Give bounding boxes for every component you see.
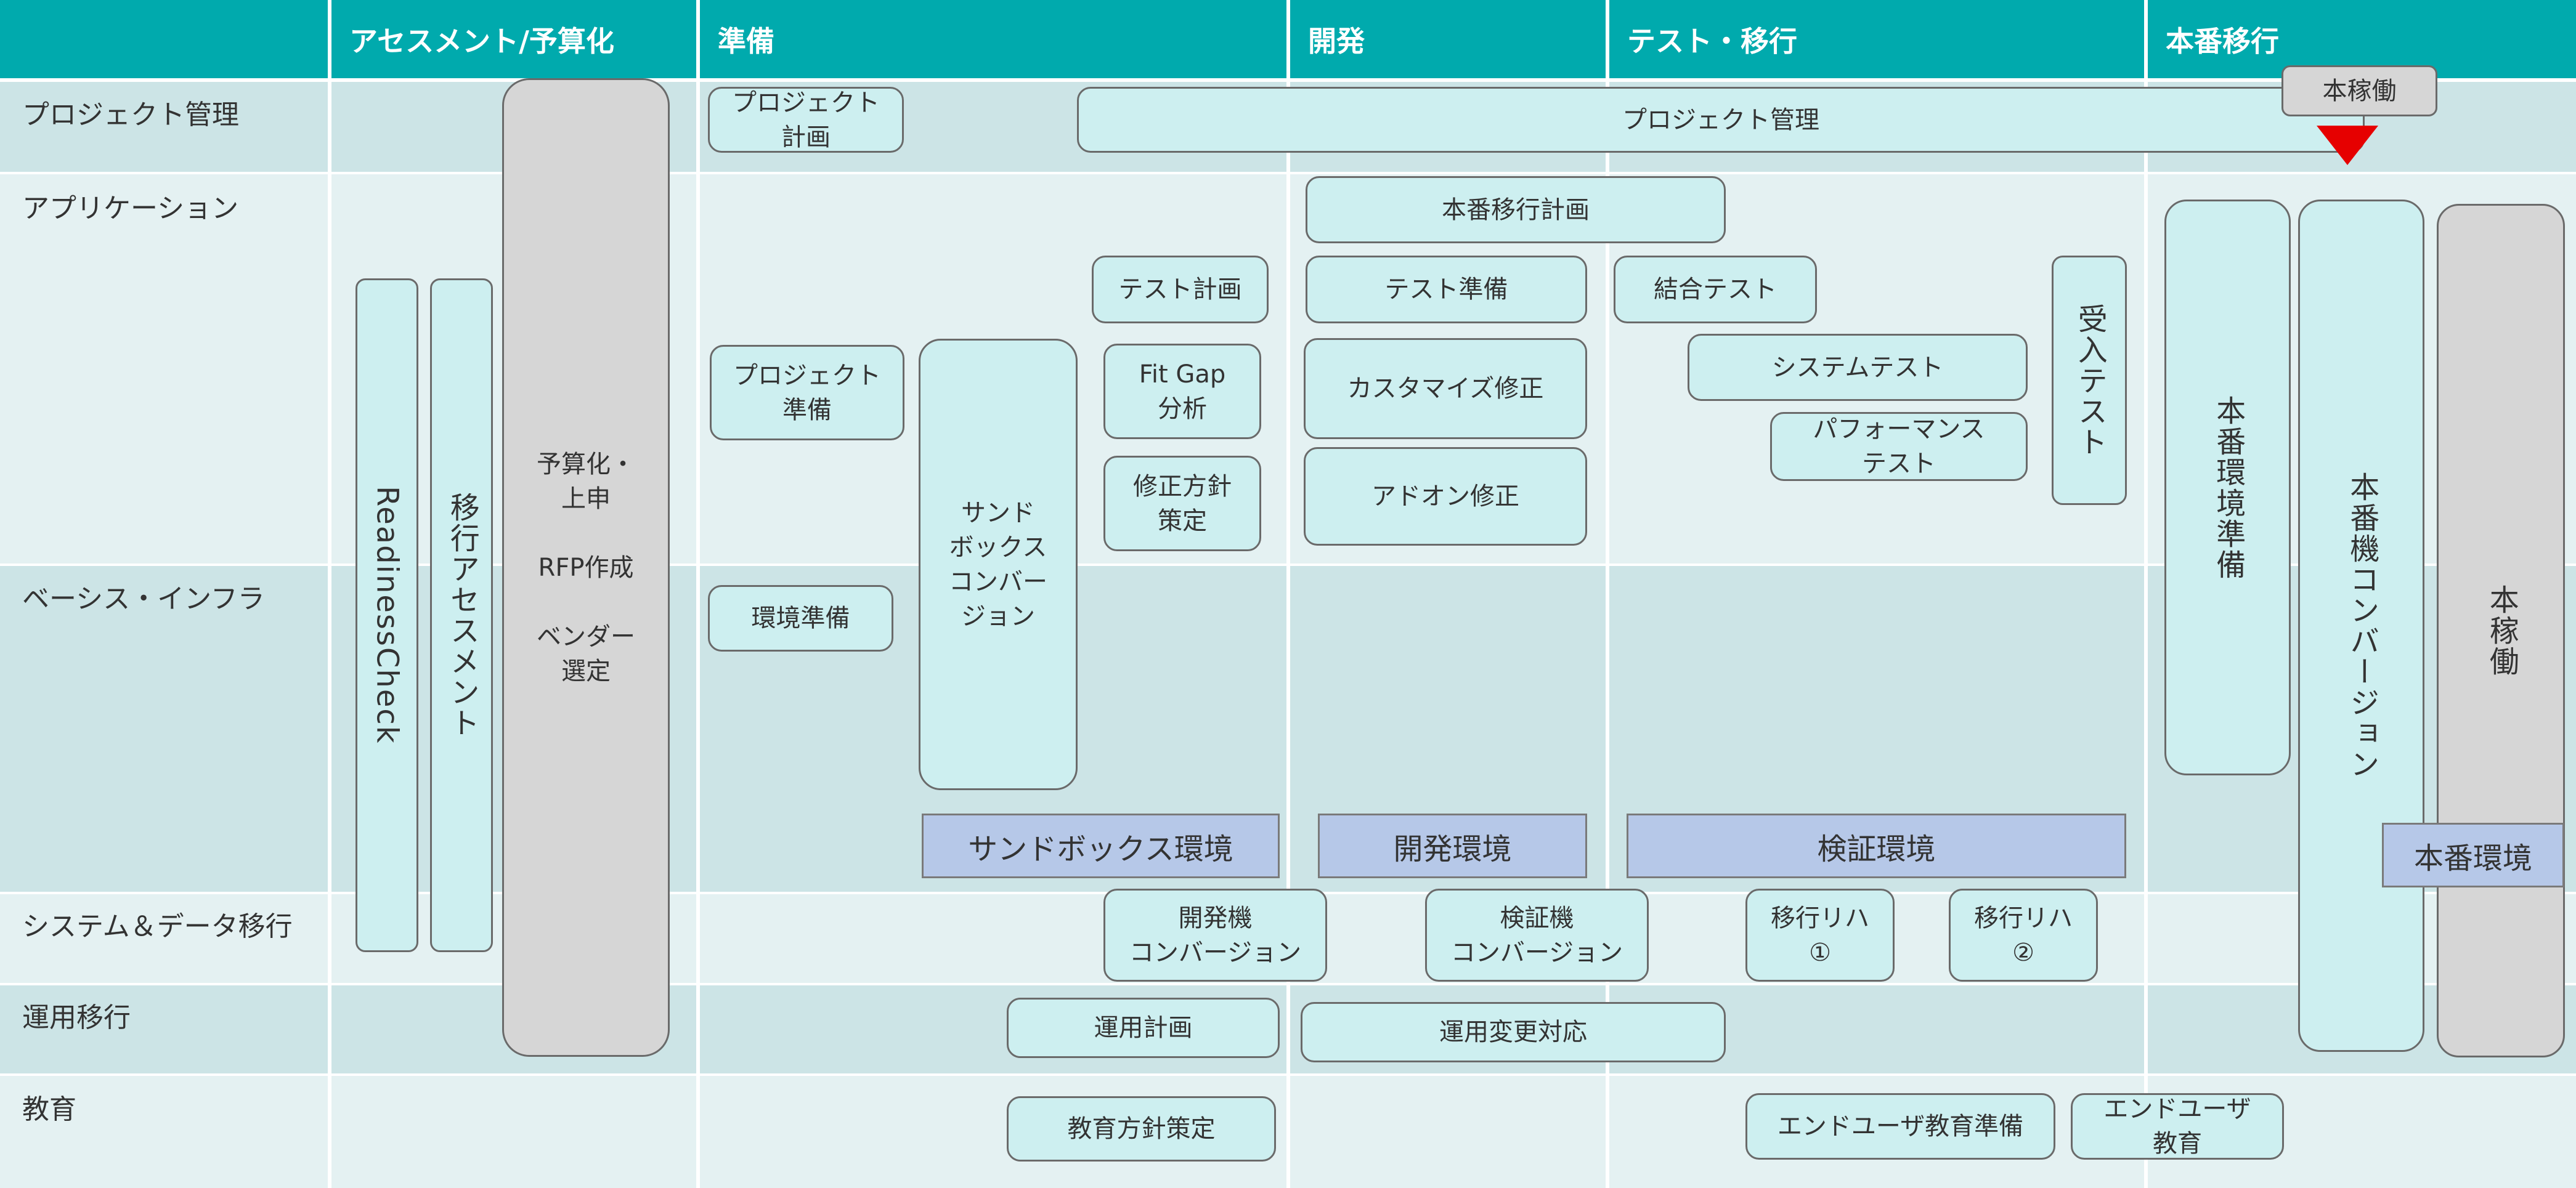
task-label: 本番環境準備 <box>2211 395 2246 580</box>
task-customize-fix: カスタマイズ修正 <box>1304 338 1587 439</box>
task-performance-test: パフォーマンス テスト <box>1770 412 2028 481</box>
task-project-management: プロジェクト管理 <box>1077 87 2365 153</box>
phase-header-development: 開発 <box>1288 0 1607 78</box>
task-label: カスタマイズ修正 <box>1347 374 1544 403</box>
task-qa-conversion: 検証機 コンバージョン <box>1425 889 1649 982</box>
task-system-test: システムテスト <box>1688 334 2028 401</box>
task-ops-plan: 運用計画 <box>1007 998 1280 1058</box>
task-label: 本番移行計画 <box>1442 195 1590 224</box>
milestone-go-live-label: 本稼働 <box>2281 65 2437 116</box>
task-label: 移行リハ ① <box>1771 903 1869 967</box>
row-label-education: 教育 <box>22 1094 76 1125</box>
task-label: 本稼働 <box>2484 584 2519 677</box>
task-education-policy: 教育方針策定 <box>1007 1096 1276 1162</box>
task-rehearsal-2: 移行リハ ② <box>1949 889 2098 982</box>
row-label-basis-infra: ベーシス・インフラ <box>22 583 265 615</box>
milestone-label: 本稼働 <box>2322 76 2397 105</box>
column-divider <box>1606 0 1609 1188</box>
task-environment-prep: 環境準備 <box>708 585 893 652</box>
column-divider <box>1286 0 1290 1188</box>
row-label-application: アプリケーション <box>22 193 239 224</box>
task-prod-migration-plan: 本番移行計画 <box>1306 176 1726 243</box>
phase-header-test-migration: テスト・移行 <box>1607 0 2146 78</box>
task-label: アドオン修正 <box>1371 482 1519 511</box>
task-migration-assessment: 移行アセスメント <box>430 278 493 952</box>
task-readiness-check: ReadinessCheck <box>356 278 418 952</box>
task-label: プロジェクト管理 <box>1622 105 1819 134</box>
task-label: プロジェクト 準備 <box>733 361 881 424</box>
task-label: テスト準備 <box>1384 275 1508 304</box>
task-label: 運用計画 <box>1094 1014 1193 1042</box>
task-addon-fix: アドオン修正 <box>1304 447 1587 546</box>
env-sandbox: サンドボックス環境 <box>922 814 1280 878</box>
task-enduser-education: エンドユーザ 教育 <box>2071 1093 2284 1160</box>
task-label: 結合テスト <box>1654 275 1777 304</box>
phase-header-preparation: 準備 <box>698 0 1288 78</box>
task-fix-policy: 修正方針 策定 <box>1103 456 1261 551</box>
phase-header-assessment: アセスメント/予算化 <box>330 0 698 78</box>
task-prod-conversion: 本番機コンバージョン <box>2298 200 2424 1052</box>
task-rehearsal-1: 移行リハ ① <box>1745 889 1895 982</box>
task-label: 検証機 コンバージョン <box>1450 903 1623 967</box>
task-label: 開発機 コンバージョン <box>1129 903 1302 967</box>
task-prod-env-prep: 本番環境準備 <box>2164 200 2291 775</box>
task-go-live: 本稼働 <box>2437 204 2565 1057</box>
phase-header-go-live: 本番移行 <box>2146 0 2576 78</box>
row-label-project-management: プロジェクト管理 <box>22 99 239 131</box>
task-budget-rfp-vendor: 予算化・ 上申 RFP作成 ベンダー 選定 <box>502 78 670 1057</box>
task-label: 運用変更対応 <box>1439 1018 1587 1046</box>
task-project-prep: プロジェクト 準備 <box>710 345 904 440</box>
task-dev-conversion: 開発機 コンバージョン <box>1103 889 1327 982</box>
header-blank-cell <box>0 0 330 78</box>
task-test-prep: テスト準備 <box>1306 256 1587 323</box>
column-divider <box>696 0 700 1188</box>
task-integration-test: 結合テスト <box>1614 256 1817 323</box>
task-label: テスト計画 <box>1118 275 1242 304</box>
task-test-plan: テスト計画 <box>1092 256 1269 323</box>
task-label: 本番機コンバージョン <box>2344 472 2379 780</box>
task-enduser-edu-prep: エンドユーザ教育準備 <box>1745 1093 2055 1160</box>
task-label: 予算化・ 上申 RFP作成 ベンダー 選定 <box>537 450 635 685</box>
task-label: 移行アセスメント <box>444 492 479 738</box>
task-label: サンド ボックス コンバー ジョン <box>949 498 1047 631</box>
task-label: 環境準備 <box>751 604 850 632</box>
env-production: 本番環境 <box>2382 823 2564 887</box>
task-sandbox-conversion: サンド ボックス コンバー ジョン <box>919 339 1078 790</box>
task-label: 修正方針 策定 <box>1133 472 1232 535</box>
task-project-plan: プロジェクト 計画 <box>708 87 904 153</box>
task-label: システムテスト <box>1771 353 1944 382</box>
task-label: ReadinessCheck <box>370 486 405 745</box>
env-qa: 検証環境 <box>1627 814 2126 878</box>
task-label: 移行リハ ② <box>1974 903 2073 967</box>
task-label: 受入テスト <box>2072 303 2107 458</box>
env-development: 開発環境 <box>1318 814 1587 878</box>
task-label: パフォーマンス テスト <box>1813 415 1985 478</box>
task-label: エンドユーザ 教育 <box>2103 1095 2251 1158</box>
column-divider <box>2144 0 2148 1188</box>
task-fit-gap-analysis: Fit Gap 分析 <box>1103 344 1261 439</box>
row-label-system-data-migration: システム＆データ移行 <box>22 911 293 942</box>
go-live-triangle-icon <box>2317 126 2378 165</box>
task-label: 教育方針策定 <box>1067 1115 1216 1143</box>
column-divider <box>328 0 331 1188</box>
task-label: エンドユーザ教育準備 <box>1777 1112 2024 1141</box>
task-label: Fit Gap 分析 <box>1139 360 1226 423</box>
row-label-operations-migration: 運用移行 <box>22 1002 131 1033</box>
task-label: プロジェクト 計画 <box>732 88 880 152</box>
task-ops-change: 運用変更対応 <box>1301 1002 1726 1062</box>
task-acceptance-test: 受入テスト <box>2052 256 2127 505</box>
